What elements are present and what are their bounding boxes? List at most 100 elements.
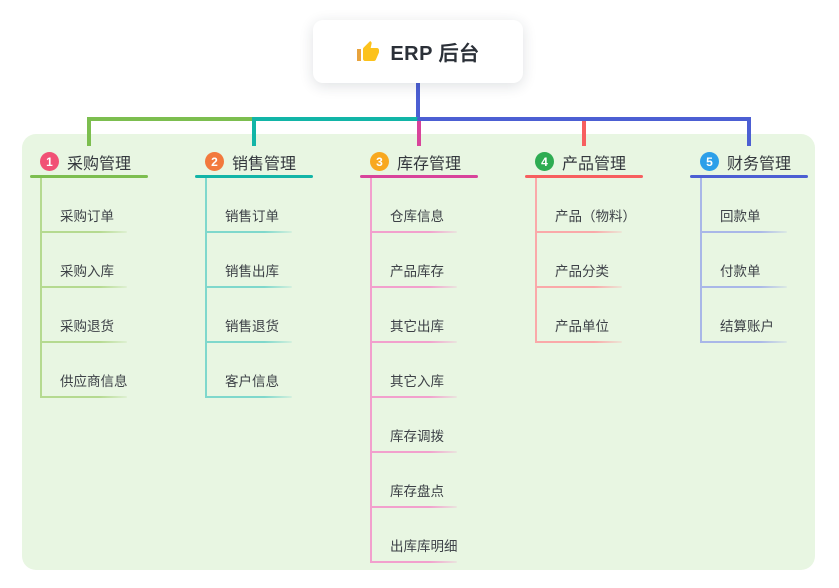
child-node[interactable]: 销售订单 <box>205 178 313 233</box>
branch-财务管理: 5 财务管理回款单付款单结算账户 <box>690 145 808 343</box>
child-underline <box>370 341 457 343</box>
child-underline <box>370 561 457 563</box>
child-node[interactable]: 库存调拨 <box>370 398 478 453</box>
branch-number-badge: 2 <box>205 152 224 171</box>
child-label: 客户信息 <box>225 374 279 389</box>
branch-number-badge: 1 <box>40 152 59 171</box>
child-node[interactable]: 其它入库 <box>370 343 478 398</box>
child-label: 产品库存 <box>390 264 444 279</box>
branch-number-badge: 5 <box>700 152 719 171</box>
branch-children-group: 产品（物料） 产品分类产品单位 <box>535 178 643 343</box>
child-underline <box>205 286 292 288</box>
branch-title-label: 产品管理 <box>562 155 627 173</box>
child-node[interactable]: 销售出库 <box>205 233 313 288</box>
branch-drop-connector-2 <box>252 117 256 146</box>
branch-title-label: 库存管理 <box>397 155 462 173</box>
child-label: 产品分类 <box>555 264 609 279</box>
child-underline <box>370 451 457 453</box>
branch-产品管理: 4 产品管理产品（物料） 产品分类产品单位 <box>525 145 643 343</box>
branch-title-node[interactable]: 4 产品管理 <box>525 145 643 178</box>
child-underline <box>40 286 127 288</box>
thumbs-up-icon <box>356 40 380 64</box>
child-label: 产品（物料） <box>555 209 636 224</box>
child-node[interactable]: 产品库存 <box>370 233 478 288</box>
child-label: 采购退货 <box>60 319 114 334</box>
child-node[interactable]: 产品（物料） <box>535 178 643 233</box>
child-node[interactable]: 仓库信息 <box>370 178 478 233</box>
child-node[interactable]: 客户信息 <box>205 343 313 398</box>
branch-title-node[interactable]: 1 采购管理 <box>30 145 148 178</box>
child-node[interactable]: 库存盘点 <box>370 453 478 508</box>
child-node[interactable]: 采购入库 <box>40 233 148 288</box>
child-node[interactable]: 其它出库 <box>370 288 478 343</box>
child-label: 仓库信息 <box>390 209 444 224</box>
child-label: 库存盘点 <box>390 484 444 499</box>
child-node[interactable]: 付款单 <box>700 233 808 288</box>
branch-drop-connector-4 <box>582 121 586 146</box>
child-underline <box>40 341 127 343</box>
background-panel <box>22 134 815 570</box>
child-node[interactable]: 出库库明细 <box>370 508 478 563</box>
child-node[interactable]: 结算账户 <box>700 288 808 343</box>
branch-title-underline <box>30 175 148 178</box>
bus-segment-1 <box>87 117 256 121</box>
root-node[interactable]: ERP 后台 <box>313 20 523 83</box>
bus-segment-2 <box>252 117 421 121</box>
child-node[interactable]: 产品单位 <box>535 288 643 343</box>
child-label: 销售出库 <box>225 264 279 279</box>
child-label: 其它出库 <box>390 319 444 334</box>
child-underline <box>535 341 622 343</box>
branch-drop-connector-5 <box>747 117 751 146</box>
child-node[interactable]: 销售退货 <box>205 288 313 343</box>
branch-title-node[interactable]: 3 库存管理 <box>360 145 478 178</box>
branch-title-node[interactable]: 5 财务管理 <box>690 145 808 178</box>
branch-销售管理: 2 销售管理销售订单销售出库销售退货客户信息 <box>195 145 313 398</box>
child-label: 供应商信息 <box>60 374 128 389</box>
child-underline <box>40 231 127 233</box>
child-label: 回款单 <box>720 209 761 224</box>
child-label: 产品单位 <box>555 319 609 334</box>
branch-采购管理: 1 采购管理采购订单采购入库采购退货供应商信息 <box>30 145 148 398</box>
branch-title-label: 销售管理 <box>232 155 297 173</box>
child-underline <box>535 286 622 288</box>
branch-children-group: 仓库信息产品库存其它出库其它入库库存调拨库存盘点出库库明细 <box>370 178 478 563</box>
child-underline <box>700 341 787 343</box>
child-label: 采购入库 <box>60 264 114 279</box>
child-underline <box>205 341 292 343</box>
branch-title-underline <box>360 175 478 178</box>
branch-title-node[interactable]: 2 销售管理 <box>195 145 313 178</box>
branch-children-group: 回款单付款单结算账户 <box>700 178 808 343</box>
child-underline <box>535 231 622 233</box>
child-label: 其它入库 <box>390 374 444 389</box>
child-label: 采购订单 <box>60 209 114 224</box>
child-label: 结算账户 <box>720 319 774 334</box>
child-node[interactable]: 采购订单 <box>40 178 148 233</box>
child-underline <box>700 231 787 233</box>
child-underline <box>700 286 787 288</box>
branch-children-group: 销售订单销售出库销售退货客户信息 <box>205 178 313 398</box>
child-label: 出库库明细 <box>390 539 458 554</box>
branch-number-badge: 4 <box>535 152 554 171</box>
child-node[interactable]: 产品分类 <box>535 233 643 288</box>
child-underline <box>370 396 457 398</box>
child-underline <box>370 286 457 288</box>
child-node[interactable]: 供应商信息 <box>40 343 148 398</box>
bus-segment-3 <box>417 117 751 121</box>
branch-drop-connector-3 <box>417 121 421 146</box>
branch-库存管理: 3 库存管理仓库信息产品库存其它出库其它入库库存调拨库存盘点出库库明细 <box>360 145 478 563</box>
branch-children-group: 采购订单采购入库采购退货供应商信息 <box>40 178 148 398</box>
child-node[interactable]: 回款单 <box>700 178 808 233</box>
child-label: 库存调拨 <box>390 429 444 444</box>
branch-title-label: 采购管理 <box>67 155 132 173</box>
child-node[interactable]: 采购退货 <box>40 288 148 343</box>
branch-title-underline <box>690 175 808 178</box>
child-underline <box>205 396 292 398</box>
root-label: ERP 后台 <box>390 43 480 65</box>
root-stem-connector <box>416 82 420 120</box>
child-underline <box>40 396 127 398</box>
child-underline <box>370 231 457 233</box>
branch-title-underline <box>525 175 643 178</box>
branch-title-label: 财务管理 <box>727 155 792 173</box>
branch-number-badge: 3 <box>370 152 389 171</box>
